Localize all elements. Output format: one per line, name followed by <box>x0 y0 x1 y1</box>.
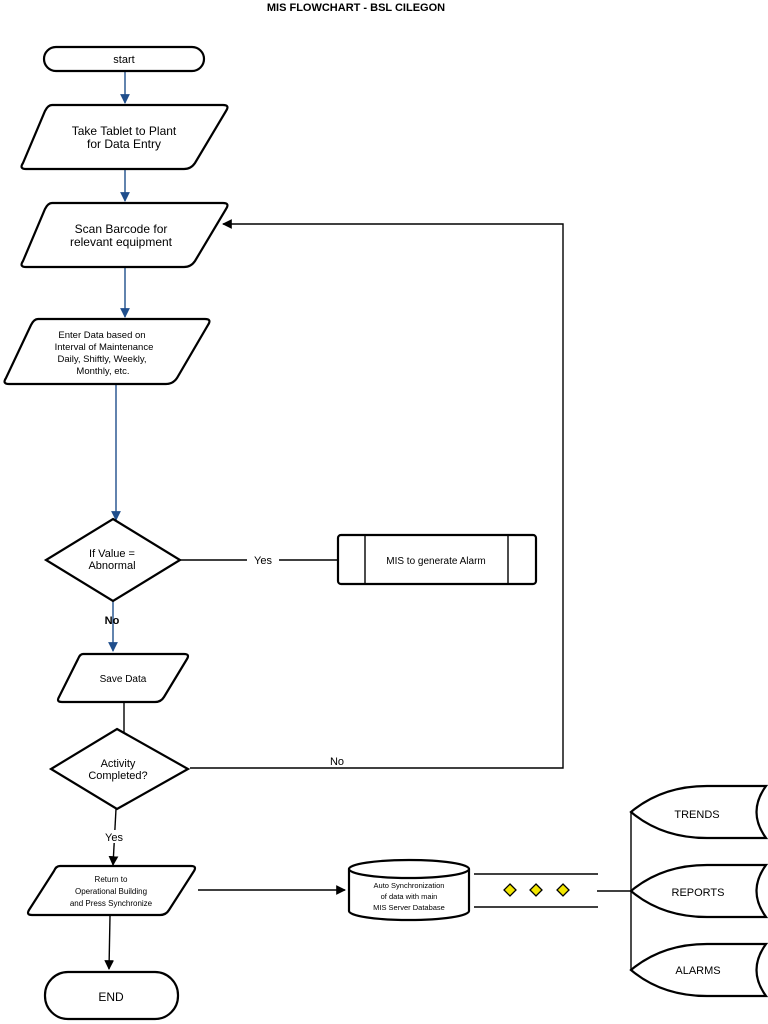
enter-data-node: Enter Data based on Interval of Maintena… <box>3 317 211 386</box>
server-database-cylinder: Auto Synchronization of data with main M… <box>347 858 471 922</box>
svg-text:REPORTS: REPORTS <box>672 887 725 899</box>
trends-output: TRENDS <box>629 784 768 840</box>
generate-alarm-process: MIS to generate Alarm <box>336 533 538 586</box>
bus-marker-3 <box>556 883 570 897</box>
return-synchronize-node: Return to Operational Building and Press… <box>26 864 197 917</box>
edge-label-no-save: No <box>105 615 120 627</box>
svg-text:Enter Data based on: Enter Data based on <box>58 330 145 341</box>
svg-text:relevant equipment: relevant equipment <box>70 235 173 249</box>
svg-text:Monthly, etc.: Monthly, etc. <box>76 366 129 377</box>
svg-text:and Press Synchronize: and Press Synchronize <box>70 899 153 908</box>
data-bus <box>474 873 598 908</box>
start-node: start <box>42 45 206 73</box>
bus-marker-1 <box>503 883 517 897</box>
bus-marker-2 <box>529 883 543 897</box>
scan-barcode-node: Scan Barcode for relevant equipment <box>20 201 229 269</box>
svg-text:Scan Barcode for: Scan Barcode for <box>75 222 168 236</box>
svg-text:END: END <box>98 990 124 1004</box>
svg-text:Take Tablet to Plant: Take Tablet to Plant <box>72 124 177 138</box>
svg-text:for Data Entry: for Data Entry <box>87 137 161 151</box>
svg-text:Abnormal: Abnormal <box>88 560 135 572</box>
svg-text:Completed?: Completed? <box>88 770 147 782</box>
activity-completed-decision: Activity Completed? <box>48 727 191 811</box>
edge-loop-back-to-scan <box>190 219 564 769</box>
edge-label-yes-alarm: Yes <box>254 555 272 567</box>
take-tablet-node: Take Tablet to Plant for Data Entry <box>20 103 229 171</box>
svg-text:MIS Server Database: MIS Server Database <box>373 903 445 912</box>
if-value-abnormal-decision: If Value = Abnormal <box>43 517 183 603</box>
svg-text:Interval of Maintenance: Interval of Maintenance <box>55 342 154 353</box>
svg-text:If Value =: If Value = <box>89 548 135 560</box>
svg-text:Operational Building: Operational Building <box>75 887 147 896</box>
edge-label-no-loop: No <box>330 756 344 768</box>
storage-outputs: TRENDS REPORTS ALARMS <box>629 784 768 998</box>
alarms-output: ALARMS <box>629 942 768 998</box>
svg-text:Activity: Activity <box>101 758 136 770</box>
edge-label-yes-return: Yes <box>105 832 123 844</box>
svg-text:MIS to generate Alarm: MIS to generate Alarm <box>386 556 486 567</box>
svg-text:Daily, Shiftly, Weekly,: Daily, Shiftly, Weekly, <box>57 354 146 365</box>
svg-text:of data with main: of data with main <box>381 892 438 901</box>
svg-text:Return to: Return to <box>95 875 128 884</box>
edge-return-to-end <box>104 915 115 970</box>
reports-output: REPORTS <box>629 863 768 919</box>
page-title: MIS FLOWCHART - BSL CILEGON <box>267 2 445 14</box>
end-node: END <box>43 970 180 1021</box>
save-data-node: Save Data <box>56 652 190 704</box>
svg-text:TRENDS: TRENDS <box>674 809 719 821</box>
svg-text:start: start <box>113 54 134 66</box>
svg-text:Auto Synchronization: Auto Synchronization <box>374 881 445 890</box>
svg-text:ALARMS: ALARMS <box>675 965 720 977</box>
svg-text:Save Data: Save Data <box>100 674 147 685</box>
